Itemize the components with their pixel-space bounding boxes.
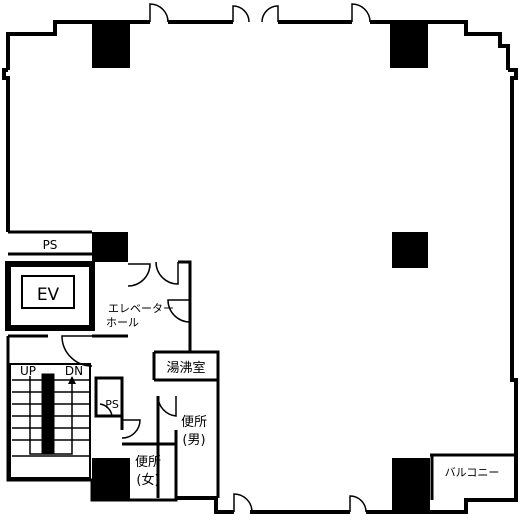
stair-arrow: [29, 376, 73, 455]
door-bottom-2: [349, 495, 367, 513]
column-center-right: [392, 232, 428, 268]
label-elevator-hall-2: ホール: [106, 316, 139, 329]
door-hall-3: [167, 299, 191, 323]
door-top-2a: [232, 5, 250, 23]
door-top-3: [351, 3, 371, 23]
exterior-walls: [2, 20, 518, 514]
stair-core: [41, 373, 55, 455]
core-walls: [5, 230, 516, 502]
door-hall-2: [155, 261, 179, 285]
label-stairs-up: UP: [20, 364, 36, 378]
door-ps: [99, 403, 113, 417]
label-elevator-hall-1: エレベーター: [108, 302, 174, 315]
door-toilet-men: [157, 395, 177, 417]
label-restroom-men-2: (男): [182, 433, 205, 448]
doors: [61, 3, 371, 513]
column-bottom-right: [392, 458, 430, 512]
label-restroom-women-2: (女): [136, 472, 159, 488]
staircase: [9, 363, 91, 479]
label-restroom-men-1: 便所: [181, 415, 207, 430]
column-bottom-left: [92, 458, 130, 500]
door-top-2b: [261, 5, 279, 23]
door-toilet-women: [121, 419, 141, 439]
column-left-core: [92, 232, 128, 262]
ev-label-box: [21, 275, 75, 309]
label-balcony: バルコニー: [445, 466, 500, 479]
label-restroom-women-1: 便所: [135, 455, 161, 470]
column-top-right: [390, 22, 428, 68]
structural-columns: [92, 22, 430, 512]
door-stair: [61, 335, 93, 367]
label-ev: EV: [37, 285, 60, 305]
label-ps-top: PS: [43, 238, 58, 252]
door-top-1: [149, 3, 169, 23]
label-kitchenette: 湯沸室: [166, 360, 205, 376]
label-stairs-down: DN: [65, 364, 83, 378]
room-labels: PS EV エレベーター ホール UP DN 湯沸室 PS 便所 (男) 便所 …: [20, 238, 499, 488]
door-bottom-1: [233, 493, 253, 513]
door-hall-1: [127, 263, 151, 287]
label-ps-small: PS: [105, 398, 119, 411]
column-top-left: [92, 22, 130, 68]
